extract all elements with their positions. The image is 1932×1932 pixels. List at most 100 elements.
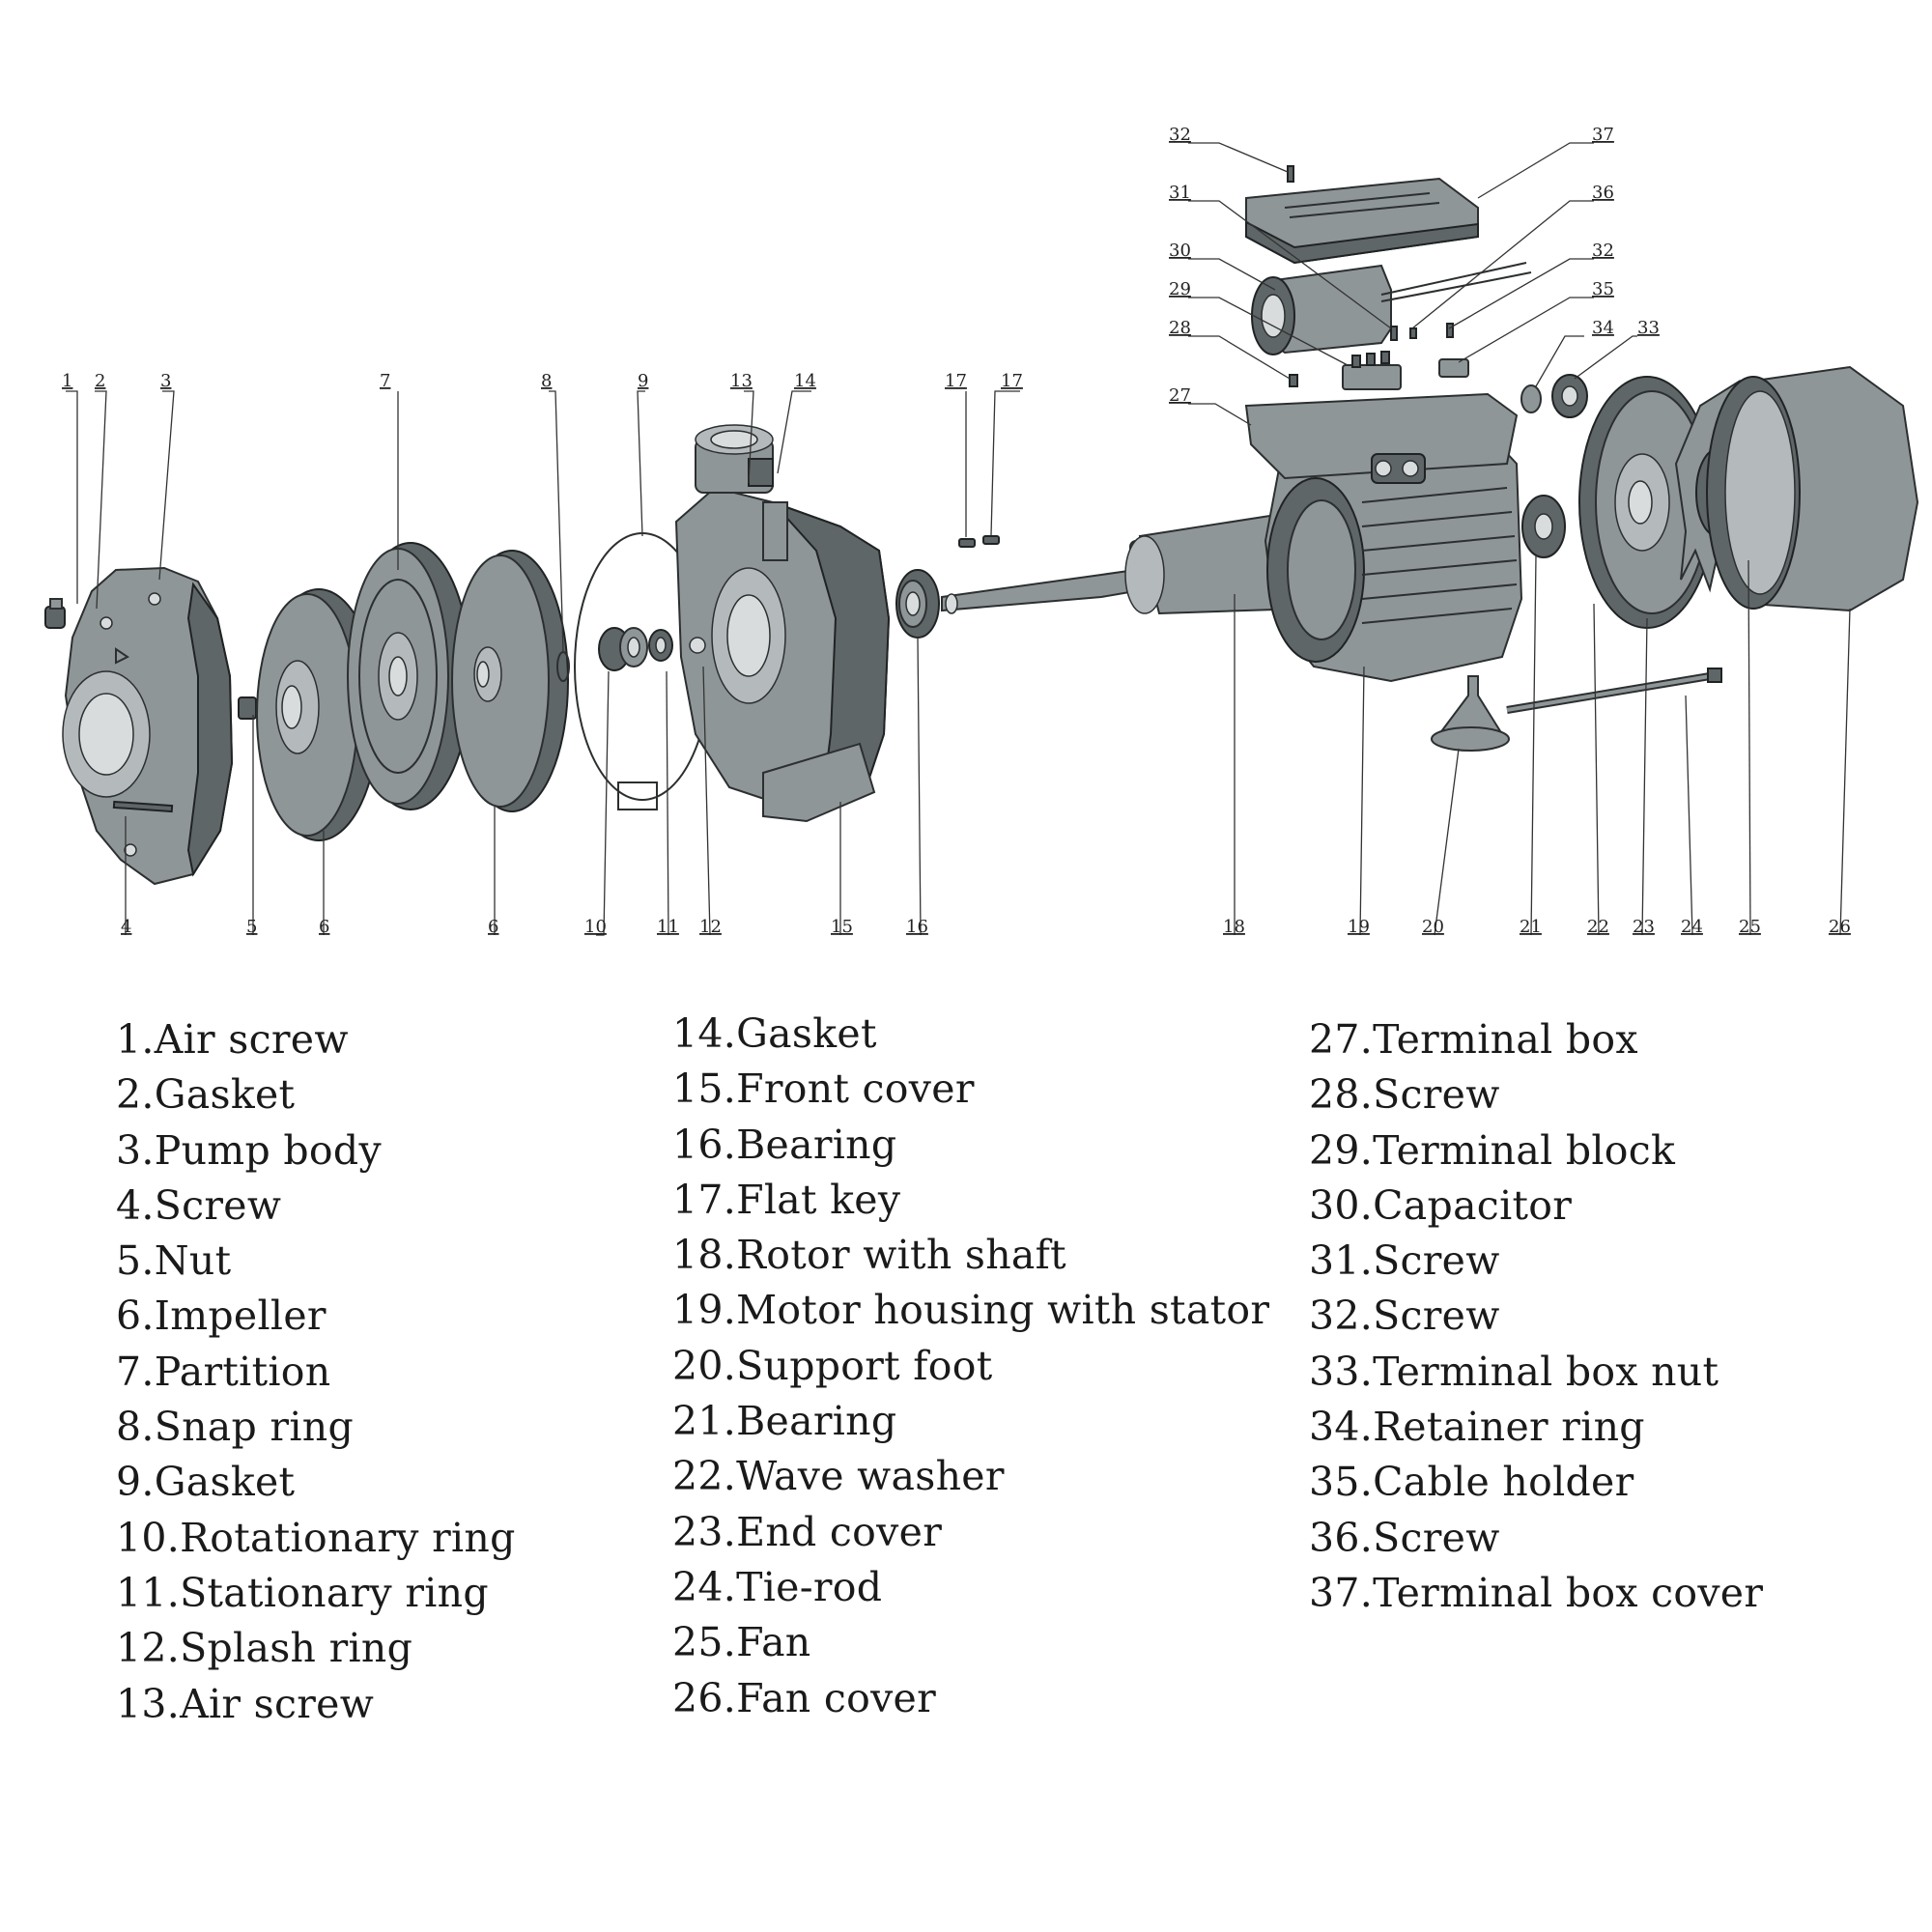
- callout-18: 18: [1223, 917, 1245, 937]
- legend-item: 4.Screw: [116, 1181, 282, 1229]
- legend-item: 6.Impeller: [116, 1293, 327, 1340]
- legend-item: 20.Support foot: [672, 1342, 993, 1389]
- legend-item: 7.Partition: [116, 1348, 331, 1395]
- callout-17b: 17: [1001, 371, 1023, 391]
- callout-8: 8: [541, 371, 552, 391]
- legend-column-2: 14.Gasket 15.Front cover 16.Bearing 17.F…: [672, 1007, 1269, 1726]
- legend-item: 2.Gasket: [116, 1071, 296, 1119]
- callout-11: 11: [657, 917, 679, 937]
- legend-item: 1.Air screw: [116, 1016, 349, 1063]
- legend-item: 3.Pump body: [116, 1126, 382, 1174]
- callout-13: 13: [730, 371, 753, 391]
- legend-item: 32.Screw: [1309, 1293, 1500, 1340]
- legend-column-1: 1.Air screw 2.Gasket 3.Pump body 4.Screw…: [116, 1012, 516, 1732]
- part-rotor-shaft: [941, 510, 1316, 615]
- callout-17a: 17: [945, 371, 967, 391]
- callout-6a: 6: [319, 917, 329, 937]
- callout-15: 15: [831, 917, 853, 937]
- part-seal-rings: [598, 627, 673, 671]
- parts-legend: 1.Air screw 2.Gasket 3.Pump body 4.Screw…: [0, 1010, 1932, 1747]
- legend-item: 31.Screw: [1309, 1237, 1500, 1285]
- callout-32b: 32: [1592, 241, 1614, 261]
- part-screw-4: [112, 800, 174, 813]
- callout-35: 35: [1592, 279, 1614, 299]
- legend-item: 34.Retainer ring: [1309, 1404, 1645, 1451]
- part-terminal-box-cover: [1245, 177, 1479, 265]
- part-impeller-2: [451, 550, 569, 812]
- part-partition: [347, 542, 471, 810]
- part-bearing-16: [895, 569, 940, 639]
- part-nut: [238, 696, 257, 720]
- part-flat-keys: [958, 535, 1000, 548]
- part-bearing-21: [1521, 495, 1566, 558]
- legend-item: 33.Terminal box nut: [1309, 1348, 1719, 1395]
- part-pump-body: [62, 566, 234, 886]
- callout-26: 26: [1829, 917, 1851, 937]
- callout-16: 16: [906, 917, 928, 937]
- legend-item: 21.Bearing: [672, 1398, 897, 1445]
- callout-30: 30: [1169, 241, 1191, 261]
- part-motor-housing: [1264, 431, 1523, 683]
- legend-item: 18.Rotor with shaft: [672, 1232, 1066, 1279]
- callout-12: 12: [699, 917, 722, 937]
- legend-item: 5.Nut: [116, 1237, 232, 1285]
- callout-36: 36: [1592, 183, 1614, 203]
- legend-item: 16.Bearing: [672, 1121, 897, 1168]
- part-impeller-1: [256, 588, 380, 841]
- callout-20: 20: [1422, 917, 1444, 937]
- legend-item: 28.Screw: [1309, 1071, 1500, 1119]
- exploded-view-diagram: 1 2 3 7 8 9 13 14 17 17 32 31 30 29 28 2…: [44, 125, 1919, 937]
- part-capacitor: [1251, 262, 1532, 355]
- callout-34: 34: [1592, 318, 1614, 338]
- legend-item: 12.Splash ring: [116, 1625, 413, 1672]
- legend-item: 15.Front cover: [672, 1065, 975, 1113]
- callout-4: 4: [121, 917, 131, 937]
- leader-lines: [66, 142, 1851, 936]
- legend-item: 8.Snap ring: [116, 1404, 354, 1451]
- part-retainer-nut: [1520, 374, 1588, 418]
- callout-29: 29: [1169, 279, 1191, 299]
- callout-2: 2: [95, 371, 105, 391]
- part-terminal-box: [1244, 392, 1519, 484]
- callout-27: 27: [1169, 385, 1191, 406]
- callout-1: 1: [62, 371, 72, 391]
- legend-item: 24.Tie-rod: [672, 1563, 883, 1610]
- legend-item: 27.Terminal box: [1309, 1016, 1638, 1063]
- legend-item: 11.Stationary ring: [116, 1569, 489, 1616]
- callout-25: 25: [1739, 917, 1761, 937]
- callout-5: 5: [246, 917, 257, 937]
- legend-item: 35.Cable holder: [1309, 1459, 1634, 1506]
- legend-item: 37.Terminal box cover: [1309, 1569, 1764, 1616]
- callout-23: 23: [1633, 917, 1655, 937]
- part-support-foot: [1431, 675, 1510, 752]
- part-terminal-block: [1289, 351, 1402, 390]
- legend-item: 10.Rotationary ring: [116, 1514, 516, 1561]
- legend-item: 29.Terminal block: [1309, 1126, 1676, 1174]
- part-air-screw: [44, 598, 66, 629]
- callout-21: 21: [1520, 917, 1542, 937]
- legend-item: 22.Wave washer: [672, 1453, 1005, 1500]
- legend-item: 25.Fan: [672, 1619, 811, 1666]
- legend-item: 17.Flat key: [672, 1176, 901, 1223]
- legend-item: 30.Capacitor: [1309, 1181, 1573, 1229]
- part-cable-holder: [1438, 358, 1469, 378]
- callout-7: 7: [380, 371, 390, 391]
- callout-9: 9: [638, 371, 648, 391]
- part-front-cover: [674, 424, 891, 823]
- callout-24: 24: [1681, 917, 1703, 937]
- part-fan-cover: [1706, 365, 1919, 612]
- legend-item: 13.Air screw: [116, 1680, 375, 1727]
- callout-22: 22: [1587, 917, 1609, 937]
- callout-14: 14: [794, 371, 816, 391]
- callout-6b: 6: [488, 917, 498, 937]
- callout-37: 37: [1592, 125, 1614, 145]
- callout-31: 31: [1169, 183, 1191, 203]
- callout-33: 33: [1637, 318, 1660, 338]
- legend-column-3: 27.Terminal box 28.Screw 29.Terminal blo…: [1309, 1012, 1763, 1621]
- callout-10: 10: [584, 917, 607, 937]
- legend-item: 36.Screw: [1309, 1514, 1500, 1561]
- callout-19: 19: [1348, 917, 1370, 937]
- legend-item: 14.Gasket: [672, 1010, 877, 1057]
- legend-item: 26.Fan cover: [672, 1674, 937, 1721]
- legend-item: 9.Gasket: [116, 1459, 296, 1506]
